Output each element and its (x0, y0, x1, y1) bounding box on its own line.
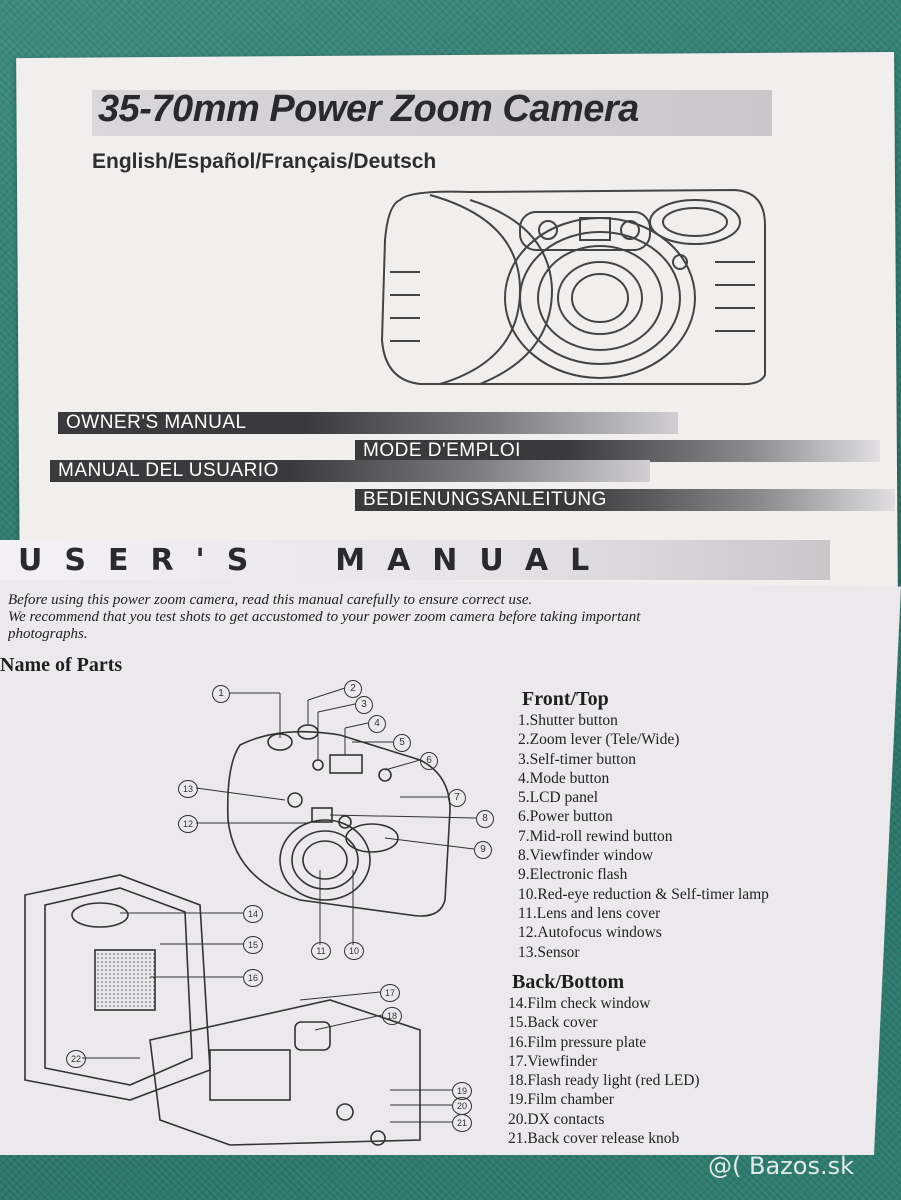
callout-marker-3: 3 (355, 696, 373, 714)
bar-label: MANUAL DEL USUARIO (58, 460, 279, 481)
back-bottom-heading: Back/Bottom (512, 971, 625, 993)
users-manual-sheet (0, 575, 901, 1155)
callout-marker-20: 20 (452, 1097, 472, 1115)
users-manual-heading: USER'S MANUAL (18, 543, 612, 578)
callout-marker-12: 12 (178, 815, 198, 833)
list-item: 2.Zoom lever (Tele/Wide) (518, 731, 680, 749)
callout-marker-4: 4 (368, 715, 386, 733)
callout-marker-2: 2 (344, 680, 362, 698)
callout-marker-9: 9 (474, 841, 492, 859)
name-of-parts-heading: Name of Parts (0, 654, 123, 676)
bar-bedienungsanleitung: BEDIENUNGSANLEITUNG (355, 489, 895, 511)
callout-marker-5: 5 (393, 734, 411, 752)
list-item: 21.Back cover release knob (508, 1130, 680, 1148)
list-item: 20.DX contacts (508, 1110, 605, 1128)
users-manual-banner (0, 540, 830, 580)
intro-line: photographs. (8, 626, 88, 642)
list-item: 7.Mid-roll rewind button (518, 827, 673, 845)
list-item: 15.Back cover (508, 1014, 598, 1032)
list-item: 11.Lens and lens cover (518, 904, 661, 922)
intro-line: Before using this power zoom camera, rea… (8, 592, 533, 608)
title-banner (92, 90, 772, 136)
list-item: 16.Film pressure plate (508, 1033, 647, 1051)
callout-marker-10: 10 (344, 942, 364, 960)
list-item: 13.Sensor (518, 943, 580, 961)
callout-marker-21: 21 (452, 1114, 472, 1132)
callout-marker-8: 8 (476, 810, 494, 828)
bar-label: BEDIENUNGSANLEITUNG (363, 489, 607, 510)
bar-owners-manual: OWNER'S MANUAL (58, 412, 678, 434)
bar-mode-demploi: MODE D'EMPLOI (355, 440, 880, 462)
callout-marker-22: 22 (66, 1050, 86, 1068)
callout-marker-14: 14 (243, 905, 263, 923)
intro-line: We recommend that you test shots to get … (8, 609, 641, 625)
page-title: 35-70mm Power Zoom Camera (98, 88, 639, 130)
callout-marker-11: 11 (311, 942, 331, 960)
bar-label: MODE D'EMPLOI (363, 440, 521, 461)
languages-line: English/Español/Français/Deutsch (92, 150, 437, 173)
intro-paragraph: Before using this power zoom camera, rea… (8, 592, 898, 643)
list-item: 18.Flash ready light (red LED) (508, 1072, 700, 1090)
list-item: 17.Viewfinder (508, 1052, 598, 1070)
list-item: 4.Mode button (518, 769, 610, 787)
bar-label: OWNER'S MANUAL (66, 412, 247, 433)
list-item: 10.Red-eye reduction & Self-timer lamp (518, 885, 769, 903)
list-item: 5.LCD panel (518, 789, 599, 807)
back-bottom-parts-list: 14.Film check window 15.Back cover 16.Fi… (508, 994, 700, 1148)
list-item: 14.Film check window (508, 995, 651, 1012)
list-item: 12.Autofocus windows (518, 924, 662, 942)
callout-marker-13: 13 (178, 780, 198, 798)
list-item: 3.Self-timer button (518, 750, 636, 768)
list-item: 6.Power button (518, 808, 613, 826)
callout-marker-17: 17 (380, 984, 400, 1002)
front-top-heading: Front/Top (522, 688, 609, 710)
callout-marker-1: 1 (212, 685, 230, 703)
callout-marker-18: 18 (382, 1007, 402, 1025)
callout-marker-15: 15 (243, 936, 263, 954)
callout-marker-7: 7 (448, 789, 466, 807)
list-item: 1.Shutter button (518, 712, 618, 729)
list-item: 19.Film chamber (508, 1091, 614, 1109)
bazos-watermark: @( Bazos.sk (708, 1152, 854, 1180)
callout-marker-16: 16 (243, 969, 263, 987)
list-item: 9.Electronic flash (518, 866, 628, 884)
list-item: 8.Viewfinder window (518, 847, 654, 865)
front-top-parts-list: 1.Shutter button 2.Zoom lever (Tele/Wide… (518, 711, 769, 962)
bar-manual-del-usuario: MANUAL DEL USUARIO (50, 460, 650, 482)
callout-marker-6: 6 (420, 752, 438, 770)
